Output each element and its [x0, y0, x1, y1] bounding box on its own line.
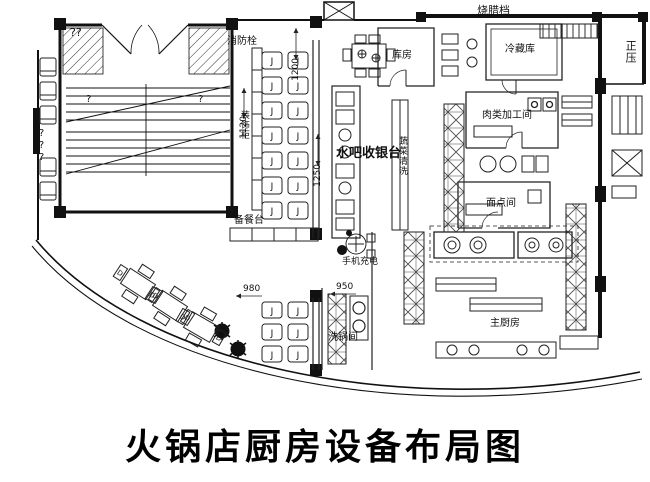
seat-label: J [270, 132, 274, 142]
label-bbq-station: 烧腊档 [477, 4, 510, 17]
bbq-counter [539, 23, 599, 39]
seat-label: J [270, 157, 274, 167]
table-label: D [151, 291, 160, 301]
label-water-bar-cashier: 水吧收银台 [336, 146, 402, 161]
marker-q2: ?? [70, 26, 82, 39]
table-label: D [214, 334, 223, 344]
cooking-line [429, 225, 579, 263]
seat-label: J [296, 132, 300, 142]
label-phone-charging: 手机充电 [342, 257, 379, 267]
label-prep-counter: 备餐台 [234, 215, 264, 226]
decorative-cabinet [251, 47, 263, 211]
seat-label: J [296, 107, 300, 117]
seat-label: J [270, 182, 274, 192]
label-decorative-cabinet: 装饰柜 [238, 110, 249, 140]
stair-hatch-right [188, 27, 230, 75]
seat-label: J [296, 207, 300, 217]
table-label: D [183, 313, 192, 323]
label-positive-pressure: 正压 [624, 40, 638, 64]
storage-room [377, 27, 435, 87]
seat-label: J [270, 57, 274, 67]
seat-label: J [296, 82, 300, 92]
dim-1250: 1250 [313, 164, 323, 187]
label-main-kitchen: 主厨房 [490, 318, 520, 329]
main-kitchen-tables [435, 277, 599, 359]
dim-1120: 1120 [239, 116, 249, 139]
shelving-racks [327, 103, 587, 365]
waiting-seats [39, 57, 57, 201]
dining-table-top [342, 34, 396, 78]
marker-q3: ??? [36, 128, 47, 164]
table-label: D [147, 291, 156, 301]
exterior-fixtures [611, 95, 643, 199]
label-meat-processing: 肉类加工间 [482, 110, 532, 121]
seat-label: J [296, 157, 300, 167]
booth-seating-bottom: J J J J J J [261, 298, 320, 370]
curve-wall [31, 239, 643, 397]
booth-seating-main: J J J J J J J J J J J J J J [261, 40, 320, 238]
dim-980: 980 [243, 284, 261, 294]
table-label: D [178, 313, 187, 323]
label-fire-hydrant: 消防栓 [227, 36, 257, 47]
seat-label: J [296, 329, 300, 339]
dim-1200: 1200 [291, 58, 301, 81]
phone-charging-table [337, 230, 376, 259]
stair-hatch-left [62, 27, 104, 75]
dim-950: 950 [336, 282, 354, 292]
dimension-lines [236, 28, 356, 299]
seat-label: J [270, 329, 274, 339]
seat-label: J [296, 351, 300, 361]
corridor-fixtures [441, 33, 478, 77]
stair-treads-lower [66, 131, 230, 173]
stock-pot-fixtures [479, 155, 549, 173]
label-pot-washing-room: 洗锅间 [328, 332, 358, 343]
meat-processing-room [465, 91, 559, 149]
label-storage-room: 库房 [392, 50, 412, 61]
marker-q1b: ? [198, 94, 204, 105]
seat-label: J [296, 182, 300, 192]
curve-tables: D D D D D D [112, 263, 227, 348]
seat-label: J [296, 307, 300, 317]
seat-label: J [270, 307, 274, 317]
seat-label: J [270, 82, 274, 92]
vegetable-washing-counter [391, 99, 409, 231]
water-bar-counter [331, 85, 361, 239]
range-hood [429, 225, 579, 263]
marker-q1a: ? [86, 94, 92, 105]
drawing-title: 火锅店厨房设备布局图 [124, 426, 525, 468]
prep-counter [229, 227, 319, 242]
label-vegetable-washing: 蔬菜清洗 [396, 136, 407, 176]
cold-storage-room [485, 23, 563, 95]
seat-label: J [270, 107, 274, 117]
booth-wall-bottom [312, 298, 320, 370]
seat-label: J [270, 207, 274, 217]
table-label: D [115, 269, 124, 279]
pot-washing-room [321, 232, 373, 370]
right-benches [561, 95, 593, 127]
seat-label: J [270, 351, 274, 361]
label-pastry-room: 面点间 [486, 198, 516, 209]
label-cold-storage: 冷藏库 [505, 44, 535, 55]
stairwell [58, 23, 234, 214]
seat-label: J [296, 57, 300, 67]
